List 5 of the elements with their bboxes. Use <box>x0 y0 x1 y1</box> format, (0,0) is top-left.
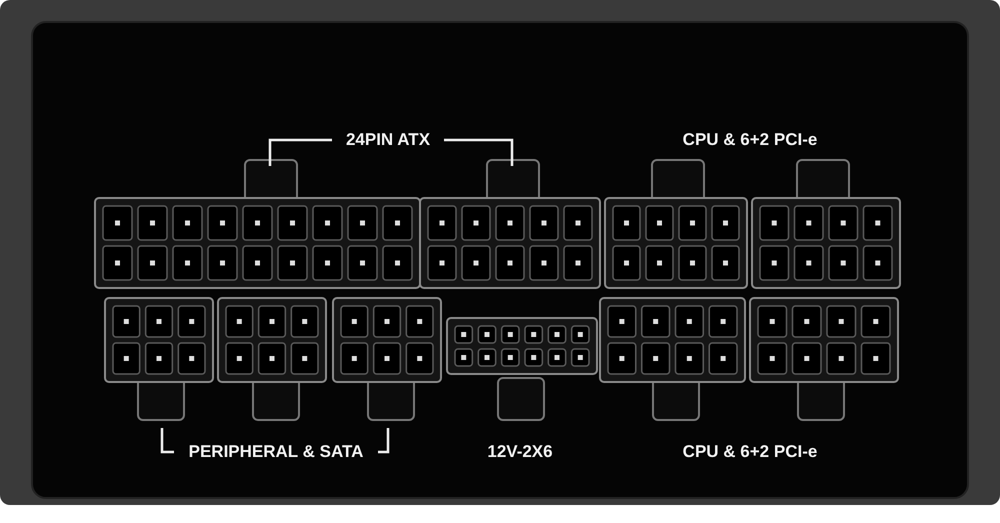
connector-label: 12V-2X6 <box>487 442 553 462</box>
connector-label: PERIPHERAL & SATA <box>188 442 364 462</box>
connector-label: CPU & 6+2 PCI-e <box>682 130 818 150</box>
connector-label: CPU & 6+2 PCI-e <box>682 442 818 462</box>
connector-label: 24PIN ATX <box>346 130 430 150</box>
